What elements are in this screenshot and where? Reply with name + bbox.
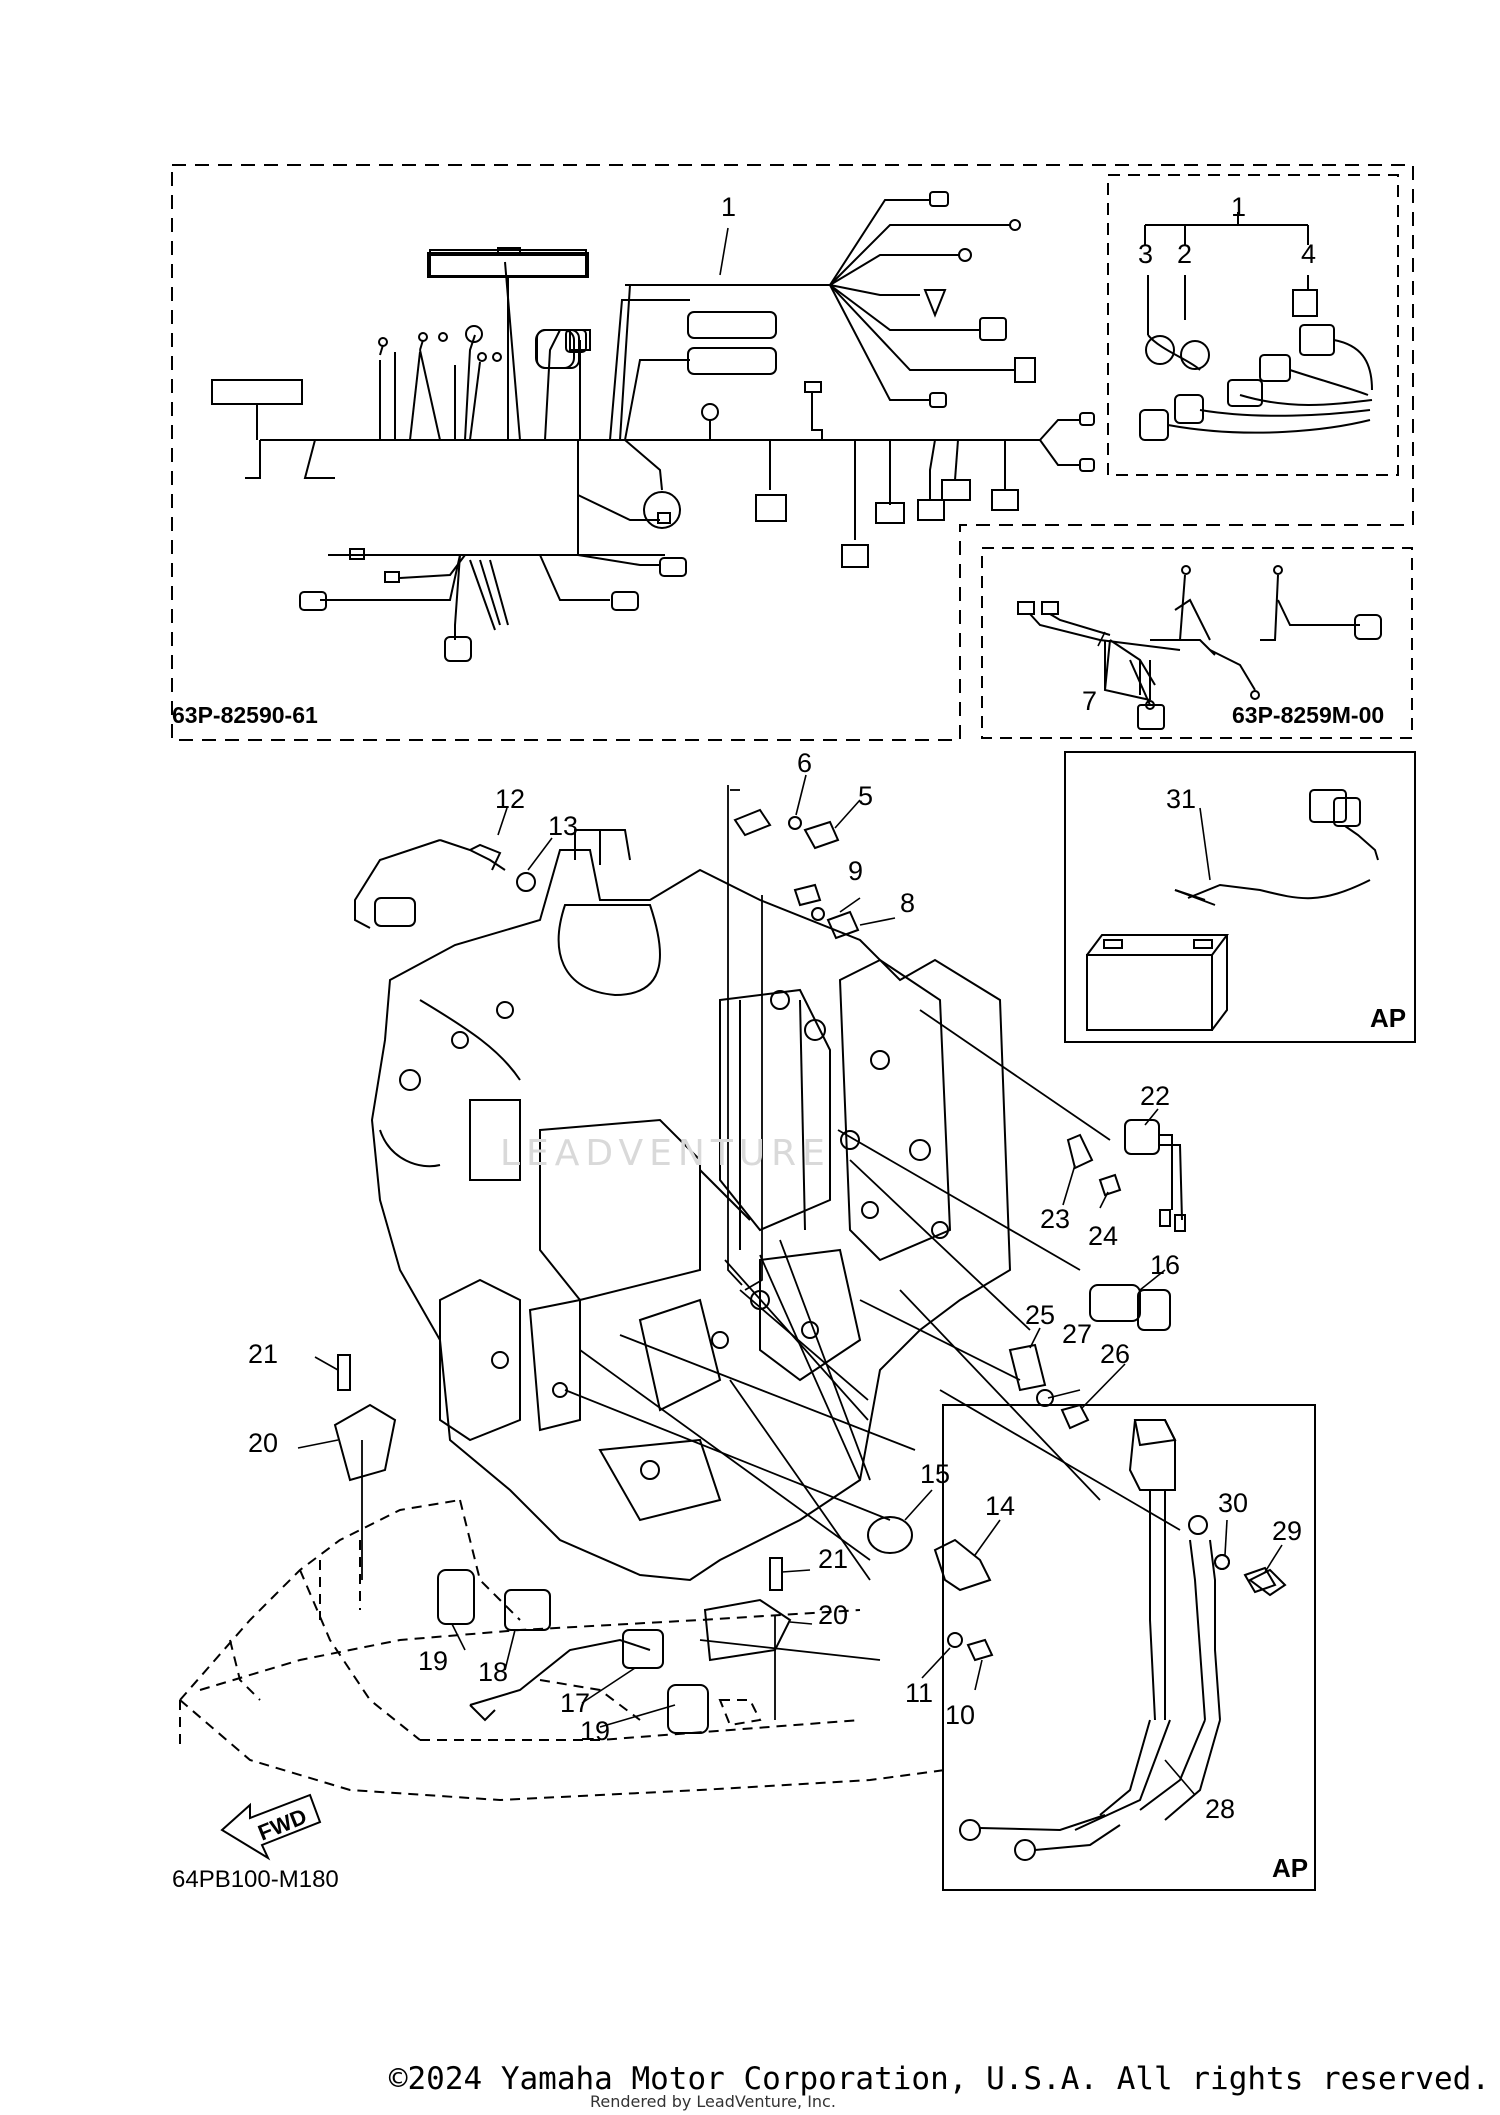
inset-harness-1 <box>1107 174 1399 476</box>
part-21-bolt-right <box>769 1557 783 1591</box>
main-harness-code: 63P-82590-61 <box>172 702 318 728</box>
callout-25: 25 <box>1025 1300 1055 1330</box>
callout-13: 13 <box>548 811 578 841</box>
callout-1-main: 1 <box>721 192 736 222</box>
callout-27: 27 <box>1062 1319 1092 1349</box>
watermark-text: LEADVENTURE <box>500 1133 831 1174</box>
callout-29: 29 <box>1272 1516 1302 1546</box>
callout-3: 3 <box>1138 239 1153 269</box>
part-10-bolt <box>966 1638 994 1662</box>
part-11-washer <box>947 1632 963 1648</box>
callout-31: 31 <box>1166 784 1196 814</box>
callout-2: 2 <box>1177 239 1192 269</box>
callout-9: 9 <box>848 856 863 886</box>
callout-30: 30 <box>1218 1488 1248 1518</box>
inset-harness-7 <box>981 547 1413 739</box>
battery-inset <box>1064 751 1416 1043</box>
callout-12: 12 <box>495 784 525 814</box>
rendered-by-notice: Rendered by LeadVenture, Inc. <box>590 2092 836 2111</box>
callout-22: 22 <box>1140 1081 1170 1111</box>
callout-26: 26 <box>1100 1339 1130 1369</box>
part-13-gasket <box>516 872 536 892</box>
callout-4: 4 <box>1301 239 1316 269</box>
sub-harness-code: 63P-8259M-00 <box>1232 702 1384 728</box>
callout-17: 17 <box>560 1688 590 1718</box>
part-5-6-bolt <box>733 808 840 850</box>
ecu-connector <box>427 254 589 440</box>
part-20-bracket-right <box>703 1598 792 1662</box>
leader-lines <box>361 785 1181 1720</box>
callout-leaders <box>297 212 1283 1796</box>
callout-21-left: 21 <box>248 1339 278 1369</box>
callout-19-left: 19 <box>418 1646 448 1676</box>
part-20-bracket-left <box>333 1403 397 1482</box>
part-16-switch <box>1089 1284 1171 1331</box>
callout-24: 24 <box>1088 1221 1118 1251</box>
callout-16: 16 <box>1150 1250 1180 1280</box>
callout-20-left: 20 <box>248 1428 278 1458</box>
part-17-relay-harness <box>469 1629 664 1722</box>
ap-label-cable: AP <box>1272 1853 1308 1883</box>
part-27-washer <box>1036 1389 1054 1407</box>
callout-11: 11 <box>905 1678 933 1708</box>
part-29-bolt <box>1243 1566 1277 1594</box>
callout-18: 18 <box>478 1657 508 1687</box>
callout-19-right: 19 <box>580 1716 610 1746</box>
callout-labels: 1 1 3 2 4 7 6 5 12 13 9 8 31 22 23 24 16… <box>248 192 1316 1824</box>
callout-8: 8 <box>900 888 915 918</box>
callout-15: 15 <box>920 1459 950 1489</box>
part-18-cover <box>504 1589 551 1631</box>
part-23-clamp <box>1066 1133 1094 1170</box>
part-14-plug <box>933 1538 992 1592</box>
part-19-gasket-right <box>667 1684 709 1734</box>
harness-branch-fan <box>625 191 1036 408</box>
callout-10: 10 <box>945 1700 975 1730</box>
part-21-bolt-left <box>337 1354 351 1391</box>
part-12-temperature-sensor <box>354 839 506 929</box>
callout-14: 14 <box>985 1491 1015 1521</box>
part-19-gasket-left <box>437 1569 475 1625</box>
callout-1-inset: 1 <box>1231 192 1246 222</box>
callout-21-right: 21 <box>818 1544 848 1574</box>
part-26-bolt <box>1060 1403 1090 1430</box>
callout-6: 6 <box>797 748 812 778</box>
callout-5: 5 <box>858 781 873 811</box>
main-harness-box <box>171 164 1414 741</box>
battery-cable-inset <box>942 1404 1316 1891</box>
part-25-bracket <box>1008 1343 1047 1392</box>
part-28-cable-terminal <box>1133 1419 1177 1447</box>
callout-28: 28 <box>1205 1794 1235 1824</box>
engine-block <box>370 829 1012 1582</box>
harness-top-connectors <box>378 249 587 369</box>
callout-7: 7 <box>1082 686 1097 716</box>
fwd-arrow <box>220 1793 322 1861</box>
harness-lower-branches <box>299 440 687 662</box>
figure-code: 64PB100-M180 <box>172 1866 339 1893</box>
callout-20-right: 20 <box>818 1600 848 1630</box>
copyright-notice: ©2024 Yamaha Motor Corporation, U.S.A. A… <box>388 2061 1490 2097</box>
part-8-9-bolt <box>793 883 860 940</box>
bottom-cowling <box>179 1499 946 1802</box>
part-31-battery-cable <box>1174 889 1216 906</box>
part-22-sensor <box>1124 1119 1186 1232</box>
part-30-washer <box>1214 1554 1230 1570</box>
part-15-grommet <box>867 1516 913 1554</box>
part-24-bolt <box>1098 1173 1122 1197</box>
callout-23: 23 <box>1040 1204 1070 1234</box>
ap-label-battery: AP <box>1370 1003 1406 1033</box>
